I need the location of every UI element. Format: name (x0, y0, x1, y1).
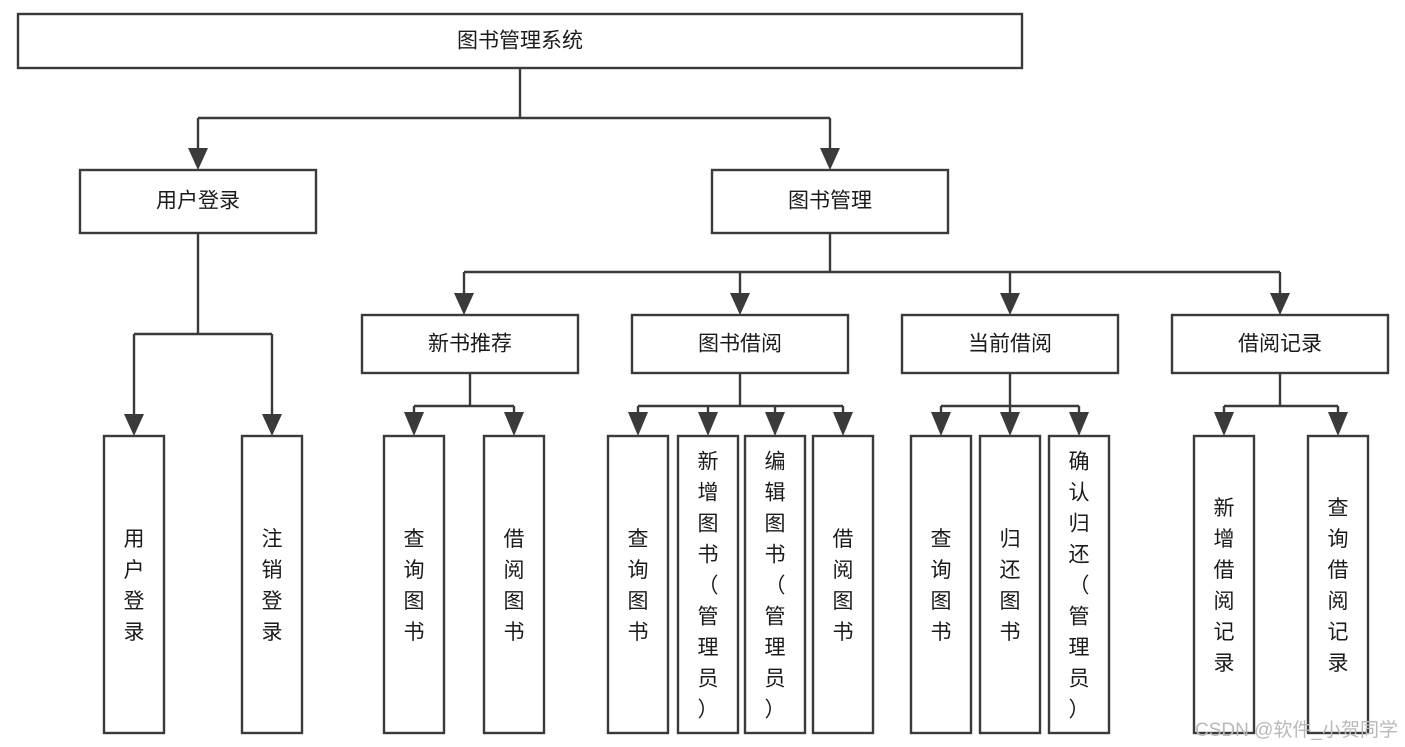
watermark-label: CSDN @软件_小贺同学 (1195, 719, 1398, 741)
node-book-borrow[interactable]: 图书借阅 (630, 313, 850, 375)
node-leaf-query-book-1[interactable]: 查询图书 (382, 434, 446, 735)
connector-root-to-level2 (188, 68, 840, 170)
node-user-login-label: 用户登录 (156, 190, 240, 213)
node-leaf-logout-label: 注销登录 (262, 528, 283, 644)
node-borrow-record[interactable]: 借阅记录 (1170, 313, 1390, 375)
connector-current-borrow-to-leaves (931, 373, 1089, 436)
node-user-login-box[interactable] (78, 168, 318, 235)
node-root[interactable]: 图书管理系统 (16, 12, 1024, 70)
node-leaf-confirm-return-label: 确认归还（管理员） (1069, 451, 1090, 722)
arrow-head-leaf-logout (262, 414, 282, 436)
node-leaf-query-record-box[interactable] (1306, 434, 1370, 735)
node-book-borrow-label: 图书借阅 (698, 333, 782, 356)
node-leaf-borrow-book-2-label: 借阅图书 (833, 528, 854, 644)
connector-borrow-record-to-leaves (1214, 373, 1348, 436)
node-leaf-edit-book-label: 编辑图书（管理员） (765, 451, 786, 722)
node-leaf-add-record[interactable]: 新增借阅记录 (1192, 434, 1256, 735)
node-leaf-confirm-return[interactable]: 确认归还（管理员） (1047, 434, 1111, 735)
arrow-head-leaf-query-record (1328, 412, 1348, 436)
node-leaf-query-book-2-box[interactable] (606, 434, 670, 735)
node-book-manage[interactable]: 图书管理 (710, 168, 950, 235)
arrow-head-leaf-add-book (698, 412, 718, 436)
arrow-head-book-manage (820, 148, 840, 170)
connector-book-borrow-to-leaves (628, 373, 853, 436)
node-leaf-logout-box[interactable] (240, 434, 304, 735)
node-new-book-rec-label: 新书推荐 (428, 333, 512, 356)
node-new-book-rec-box[interactable] (360, 313, 580, 375)
arrow-head-current-borrow (1000, 293, 1020, 315)
node-leaf-borrow-book-2[interactable]: 借阅图书 (811, 434, 875, 735)
node-leaf-confirm-return-box[interactable] (1047, 434, 1111, 735)
arrow-head-leaf-confirm-return (1069, 412, 1089, 436)
node-current-borrow[interactable]: 当前借阅 (900, 313, 1120, 375)
node-leaf-query-record-label: 查询借阅记录 (1328, 497, 1349, 675)
node-leaf-return-book-box[interactable] (978, 434, 1042, 735)
arrow-head-user-login (188, 148, 208, 170)
connector-book-manage-to-level3 (454, 233, 1290, 315)
node-user-login[interactable]: 用户登录 (78, 168, 318, 235)
node-leaf-query-book-3-box[interactable] (909, 434, 973, 735)
node-leaf-query-book-3-label: 查询图书 (931, 528, 952, 644)
arrow-head-new-book-rec (454, 293, 474, 315)
node-leaf-query-book-3[interactable]: 查询图书 (909, 434, 973, 735)
node-current-borrow-label: 当前借阅 (968, 333, 1052, 356)
arrow-head-leaf-return-book (1000, 412, 1020, 436)
arrow-head-borrow-record (1270, 293, 1290, 315)
node-leaf-query-record[interactable]: 查询借阅记录 (1306, 434, 1370, 735)
node-leaf-return-book[interactable]: 归还图书 (978, 434, 1042, 735)
node-leaf-borrow-book-1-box[interactable] (482, 434, 546, 735)
node-book-manage-box[interactable] (710, 168, 950, 235)
node-leaf-edit-book-box[interactable] (743, 434, 807, 735)
node-leaf-borrow-book-1[interactable]: 借阅图书 (482, 434, 546, 735)
arrow-head-leaf-edit-book (765, 412, 785, 436)
connector-user-login-to-leaves (124, 233, 282, 436)
node-leaf-query-book-2[interactable]: 查询图书 (606, 434, 670, 735)
arrow-head-leaf-query-book-2 (628, 412, 648, 436)
node-leaf-add-book[interactable]: 新增图书（管理员） (676, 434, 740, 735)
node-leaf-query-book-1-box[interactable] (382, 434, 446, 735)
node-new-book-rec[interactable]: 新书推荐 (360, 313, 580, 375)
node-leaf-add-record-label: 新增借阅记录 (1214, 497, 1235, 675)
node-borrow-record-box[interactable] (1170, 313, 1390, 375)
node-leaf-query-book-1-label: 查询图书 (404, 528, 425, 644)
node-leaf-add-record-box[interactable] (1192, 434, 1256, 735)
arrow-head-leaf-borrow-book-2 (833, 412, 853, 436)
node-leaf-logout[interactable]: 注销登录 (240, 434, 304, 735)
node-current-borrow-box[interactable] (900, 313, 1120, 375)
node-leaf-user-login-box[interactable] (102, 434, 166, 735)
arrow-head-leaf-add-record (1214, 412, 1234, 436)
arrow-head-leaf-user-login (124, 414, 144, 436)
node-leaf-user-login[interactable]: 用户登录 (102, 434, 166, 735)
arrow-head-book-borrow (730, 293, 750, 315)
node-leaf-return-book-label: 归还图书 (1000, 528, 1021, 644)
node-leaf-query-book-2-label: 查询图书 (628, 528, 649, 644)
arrow-head-leaf-borrow-book-1 (504, 412, 524, 436)
arrow-head-leaf-query-book-3 (931, 412, 951, 436)
node-leaf-user-login-label: 用户登录 (124, 528, 145, 644)
node-book-borrow-box[interactable] (630, 313, 850, 375)
node-leaf-add-book-label: 新增图书（管理员） (698, 451, 719, 722)
node-leaf-add-book-box[interactable] (676, 434, 740, 735)
node-root-label: 图书管理系统 (457, 30, 583, 53)
node-leaf-borrow-book-2-box[interactable] (811, 434, 875, 735)
node-leaf-borrow-book-1-label: 借阅图书 (504, 528, 525, 644)
connector-new-book-rec-to-leaves (404, 373, 524, 436)
node-borrow-record-label: 借阅记录 (1238, 333, 1322, 356)
node-leaf-edit-book[interactable]: 编辑图书（管理员） (743, 434, 807, 735)
node-book-manage-label: 图书管理 (788, 190, 872, 213)
arrow-head-leaf-query-book-1 (404, 412, 424, 436)
node-root-box[interactable] (16, 12, 1024, 70)
